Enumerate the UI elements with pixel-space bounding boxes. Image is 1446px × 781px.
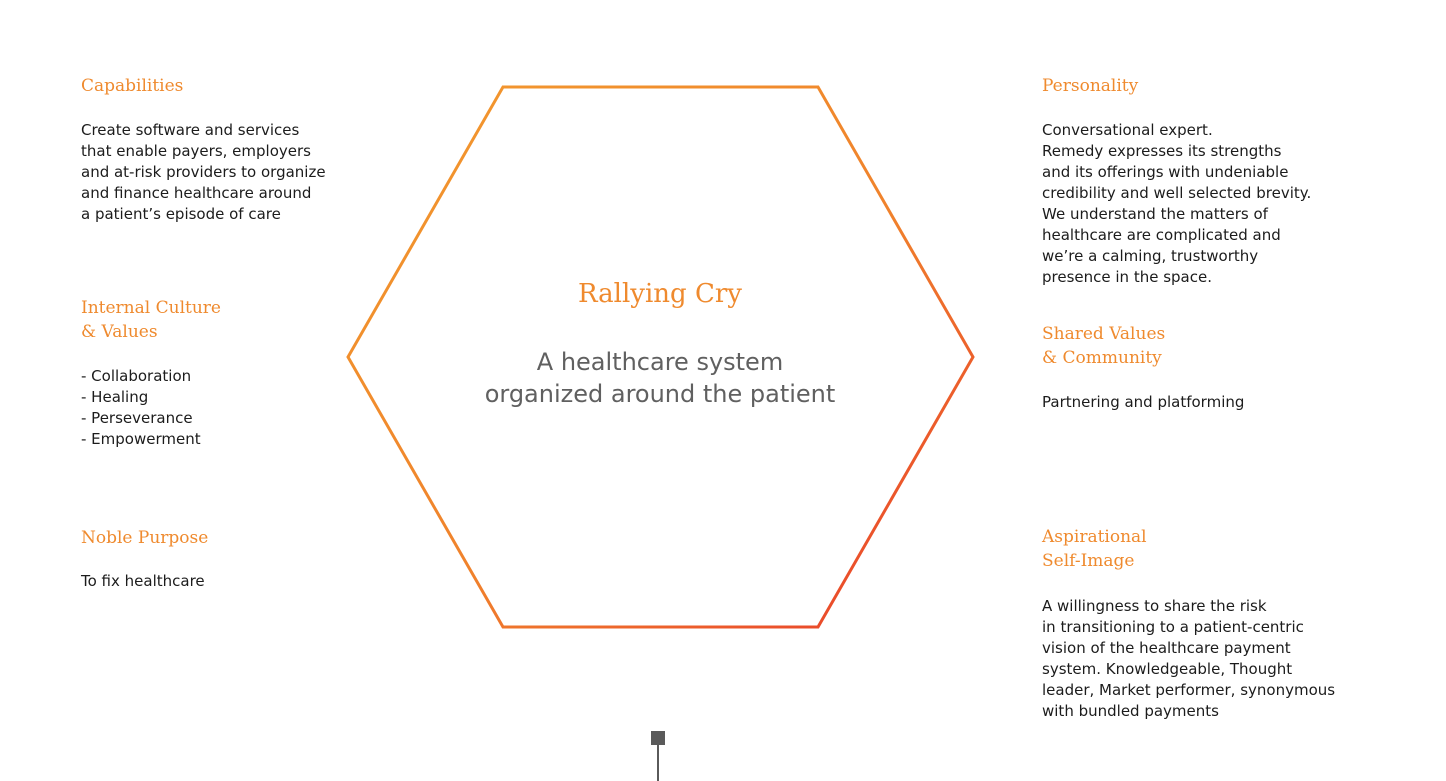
aspirational-heading: Aspirational Self-Image	[1042, 527, 1147, 571]
capabilities-heading: Capabilities	[81, 76, 184, 96]
connector-line	[657, 745, 659, 781]
internal-culture-heading: Internal Culture & Values	[81, 298, 221, 342]
personality-heading: Personality	[1042, 76, 1139, 96]
internal-culture-text: - Collaboration - Healing - Perseverance…	[81, 367, 201, 448]
rallying-cry-title: Rallying Cry	[578, 279, 742, 309]
noble-purpose-text: To fix healthcare	[81, 572, 205, 590]
shared-values-text: Partnering and platforming	[1042, 393, 1245, 411]
hexagon-outline	[346, 85, 975, 629]
noble-purpose-heading: Noble Purpose	[81, 528, 209, 548]
connector-node	[651, 731, 665, 745]
capabilities-text: Create software and services that enable…	[81, 121, 326, 223]
rallying-cry-statement: A healthcare system organized around the…	[484, 348, 836, 408]
aspirational-text: A willingness to share the risk in trans…	[1042, 597, 1336, 720]
personality-text: Conversational expert. Remedy expresses …	[1042, 121, 1312, 286]
shared-values-heading: Shared Values & Community	[1042, 324, 1166, 368]
